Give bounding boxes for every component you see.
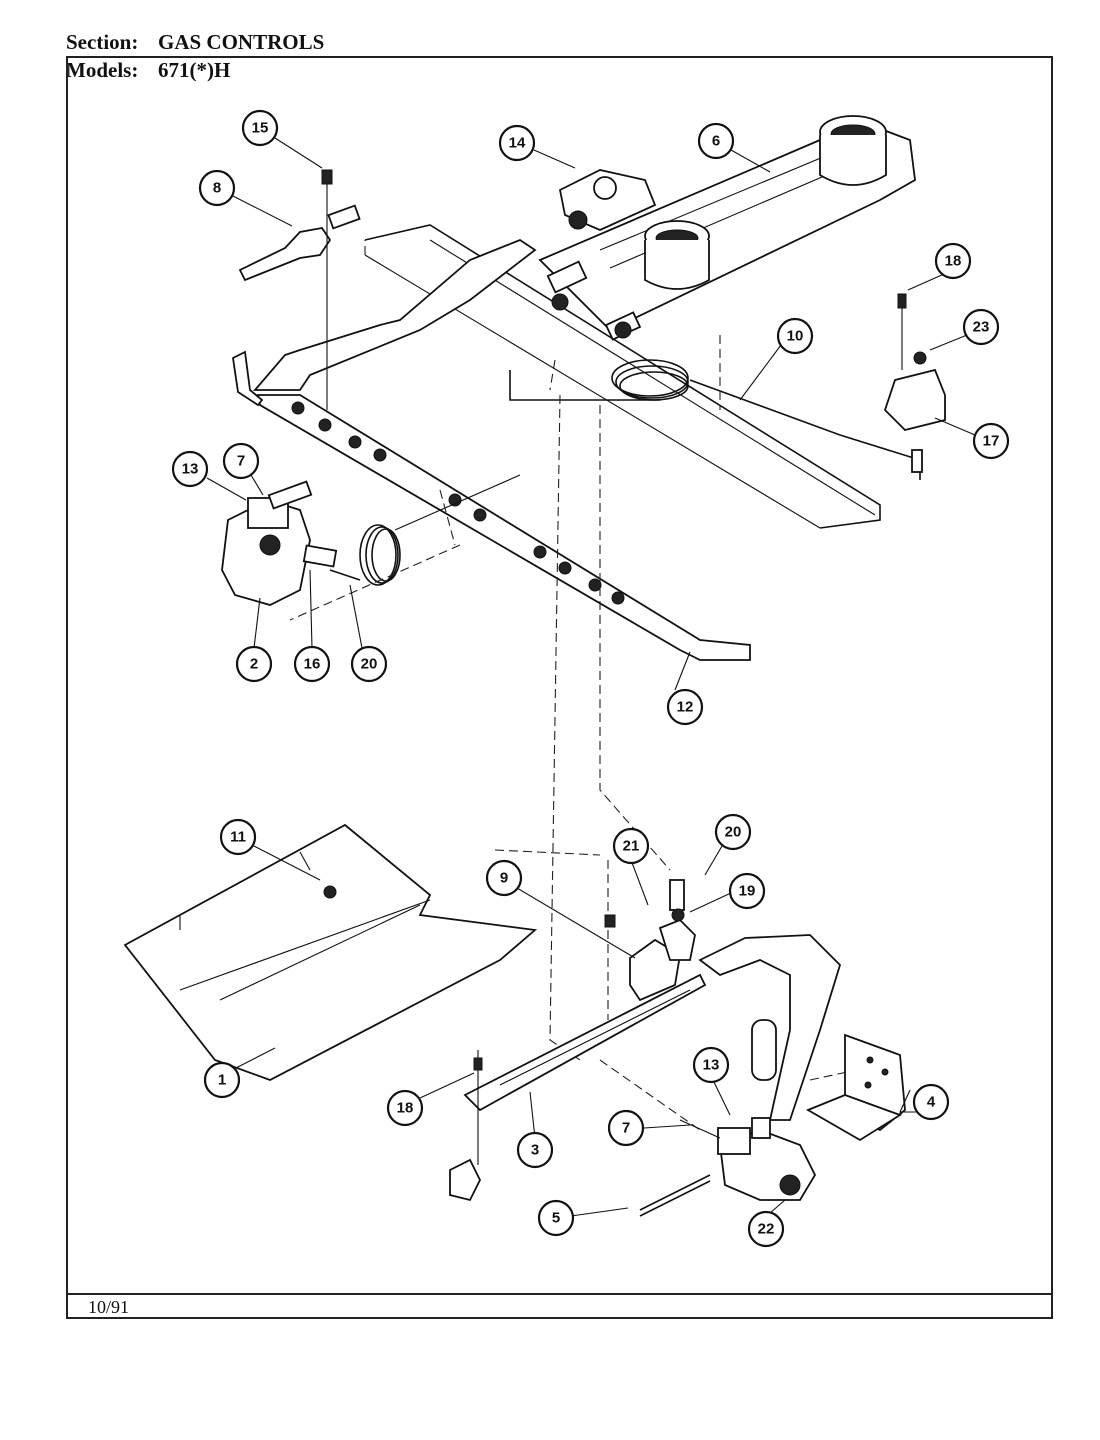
svg-text:12: 12 — [677, 699, 694, 716]
section-value: GAS CONTROLS — [158, 30, 325, 54]
heat-deflector — [123, 823, 538, 1081]
models-value: 671(*)H — [158, 58, 231, 82]
svg-text:1: 1 — [218, 1072, 226, 1089]
capillary-coil-top — [509, 359, 921, 480]
svg-text:9: 9 — [500, 870, 508, 887]
callout-9: 9 — [485, 859, 523, 897]
svg-text:13: 13 — [182, 461, 199, 478]
callout-3: 3 — [516, 1131, 554, 1169]
callout-19: 19 — [728, 872, 766, 910]
callout-12: 12 — [666, 688, 704, 726]
callout-23: 23 — [962, 308, 1000, 346]
callout-leaders — [206, 137, 976, 1217]
callout-15: 15 — [241, 109, 279, 147]
svg-text:23: 23 — [973, 319, 990, 336]
svg-text:7: 7 — [237, 453, 245, 470]
callout-5: 5 — [537, 1199, 575, 1237]
mount-bracket-4 — [805, 1033, 906, 1142]
svg-text:21: 21 — [623, 838, 640, 855]
section-header: Section: GAS CONTROLS — [66, 30, 324, 55]
broil-burner — [463, 934, 842, 1121]
valve-8 — [238, 169, 361, 410]
models-header: Models: 671(*)H — [66, 58, 230, 83]
manifold-pipe — [232, 238, 751, 661]
svg-text:16: 16 — [304, 656, 321, 673]
callout-13-top: 13 — [171, 450, 209, 488]
callout-11: 11 — [219, 818, 257, 856]
svg-text:10: 10 — [787, 328, 804, 345]
callout-18-top: 18 — [934, 242, 972, 280]
callout-17: 17 — [972, 422, 1010, 460]
valve-22 — [639, 1117, 817, 1217]
section-label: Section: — [66, 30, 139, 54]
callout-1: 1 — [203, 1061, 241, 1099]
svg-text:4: 4 — [927, 1094, 936, 1111]
callout-20-top: 20 — [350, 645, 388, 683]
revision-date: 10/91 — [88, 1297, 130, 1317]
callout-14: 14 — [498, 124, 536, 162]
svg-text:8: 8 — [213, 180, 221, 197]
svg-text:22: 22 — [758, 1221, 775, 1238]
svg-text:19: 19 — [739, 883, 756, 900]
svg-text:3: 3 — [531, 1142, 539, 1159]
svg-text:15: 15 — [252, 120, 269, 137]
capillary-coil-left — [329, 474, 521, 586]
callout-2: 2 — [235, 645, 273, 683]
callout-10: 10 — [776, 317, 814, 355]
svg-text:17: 17 — [983, 433, 1000, 450]
small-clip — [449, 1050, 483, 1202]
svg-text:14: 14 — [509, 135, 526, 152]
callout-16: 16 — [293, 645, 331, 683]
thermostat-valve-top — [221, 480, 338, 606]
bracket-9 — [604, 879, 696, 1002]
models-label: Models: — [66, 58, 139, 82]
callout-8: 8 — [198, 169, 236, 207]
callout-18-lower: 18 — [386, 1089, 424, 1127]
svg-text:18: 18 — [945, 253, 962, 270]
svg-text:20: 20 — [725, 824, 742, 841]
diagram-frame — [66, 56, 1053, 1319]
callout-13-lower: 13 — [692, 1046, 730, 1084]
svg-text:20: 20 — [361, 656, 378, 673]
manifold-valves — [291, 401, 625, 605]
footer-divider — [66, 1293, 1053, 1295]
igniter-block — [558, 169, 657, 231]
bracket-17 — [883, 293, 946, 473]
callout-6: 6 — [697, 122, 735, 160]
callout-22: 22 — [747, 1210, 785, 1248]
callout-21: 21 — [612, 827, 650, 865]
svg-text:18: 18 — [397, 1100, 414, 1117]
svg-text:5: 5 — [552, 1210, 560, 1227]
callout-7-top: 7 — [222, 442, 260, 480]
svg-text:6: 6 — [712, 133, 720, 150]
svg-text:7: 7 — [622, 1120, 630, 1137]
callout-4: 4 — [912, 1083, 950, 1121]
callout-7-lower: 7 — [607, 1109, 645, 1147]
svg-text:11: 11 — [230, 829, 246, 846]
callout-20-lower: 20 — [714, 813, 752, 851]
burner-tube — [538, 115, 916, 332]
svg-text:13: 13 — [703, 1057, 720, 1074]
orifice-fittings — [546, 260, 642, 341]
svg-text:2: 2 — [250, 656, 258, 673]
